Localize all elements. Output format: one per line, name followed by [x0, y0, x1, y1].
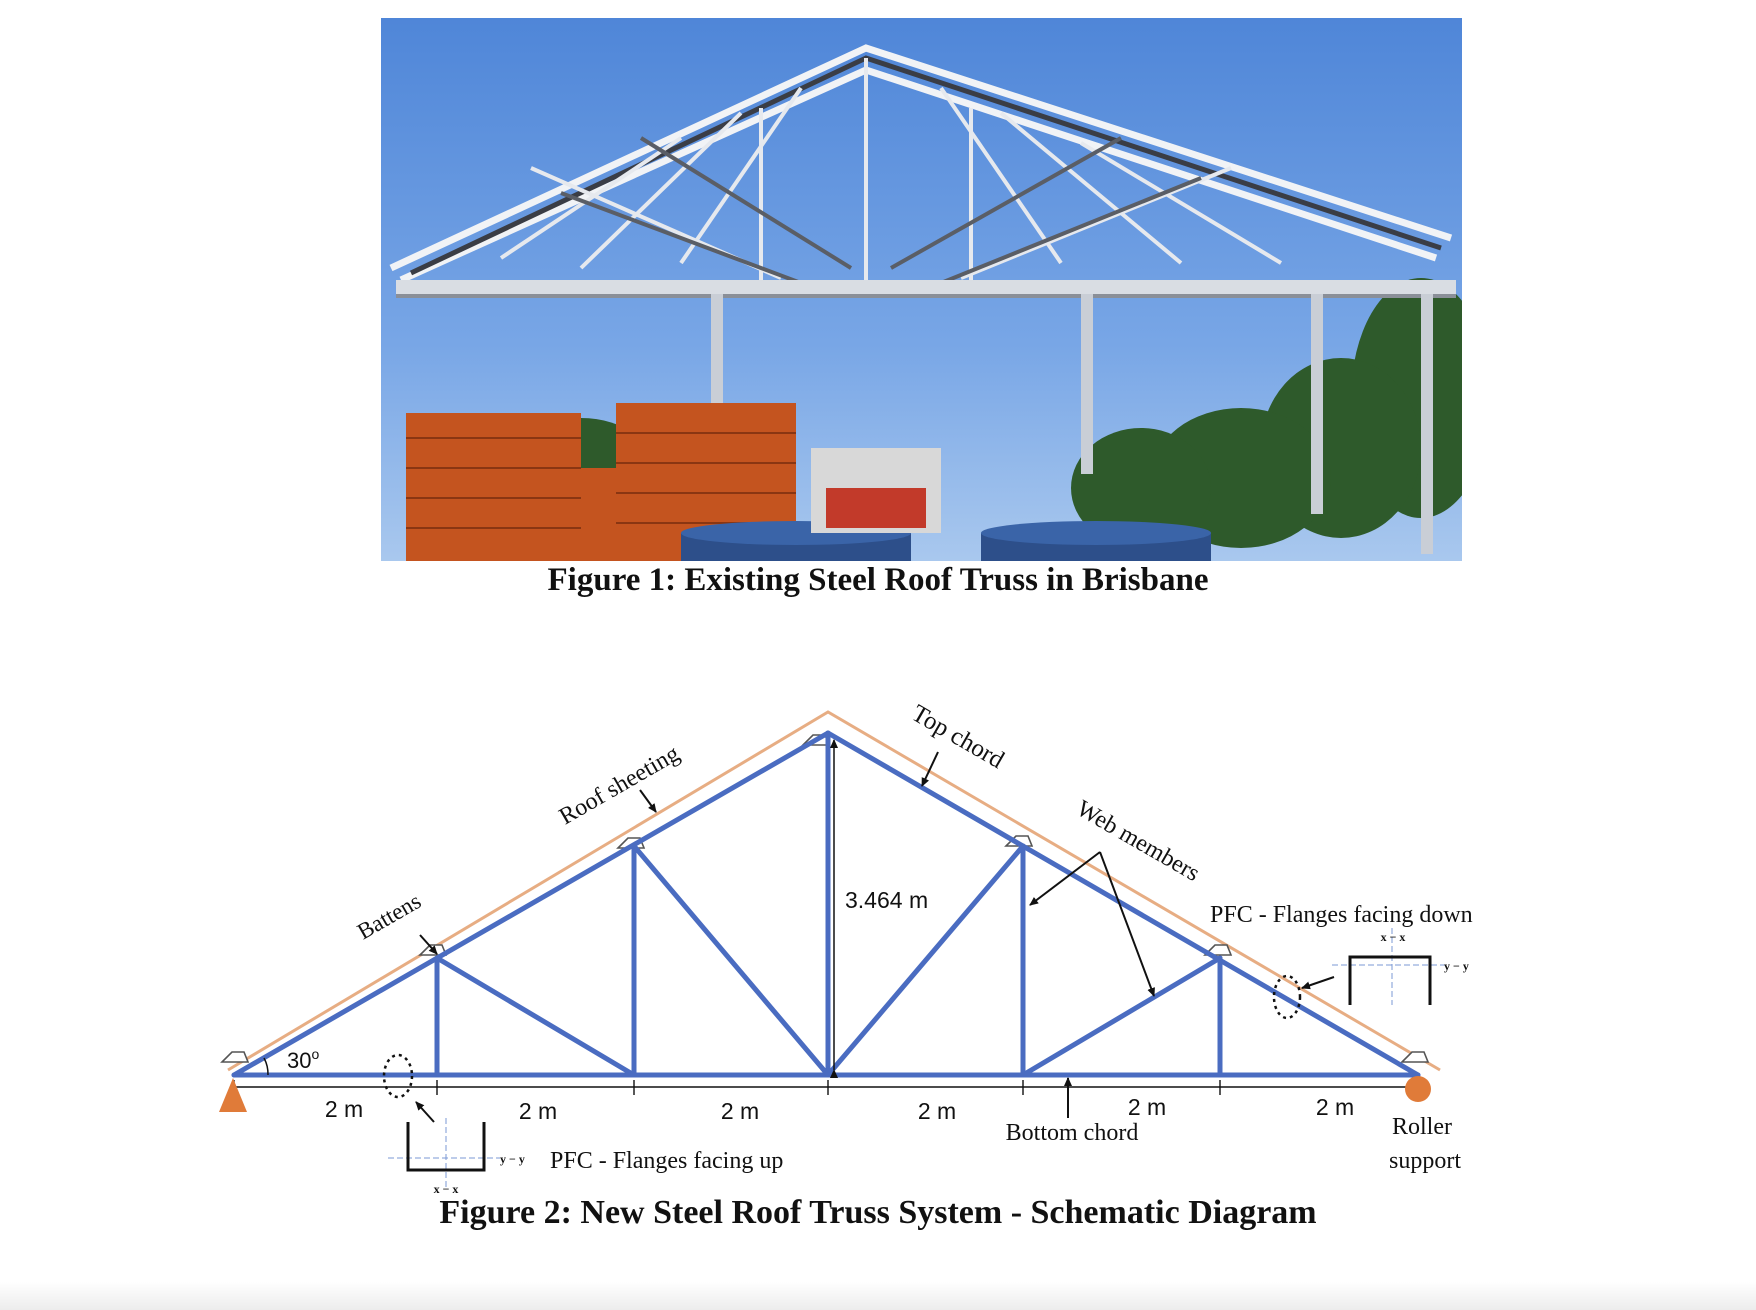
web-members-label: Web members: [1072, 796, 1204, 887]
pfc-up-highlight-circle: [382, 1053, 414, 1099]
top-chord-label: Top chord: [907, 700, 1009, 774]
angle-arc: [263, 1057, 269, 1076]
battens-arrow: [419, 934, 438, 955]
pfc-down-label: PFC - Flanges facing down: [1210, 902, 1473, 928]
pfc-down-arrow: [1301, 976, 1335, 990]
span-label: 2 m: [721, 1098, 759, 1124]
pin-support-icon: [219, 1078, 247, 1112]
span-dimension-line: [233, 1080, 1419, 1095]
top-chord-arrow: [921, 751, 939, 787]
span-label: 2 m: [1316, 1094, 1354, 1120]
roof-sheeting-arrow: [639, 789, 657, 813]
pfc-up-section: [388, 1118, 500, 1190]
truss-members: [231, 730, 1421, 1078]
span-label: 2 m: [1128, 1094, 1166, 1120]
pfc-down-axis-yy: y − y: [1444, 959, 1469, 973]
page-bottom-edge: [0, 1282, 1756, 1310]
truss-schematic: 3.464 m 30o 2 m 2 m 2 m 2 m 2 m 2 m Roof…: [219, 700, 1473, 1196]
truss-photo: [381, 18, 1462, 561]
span-label: 2 m: [325, 1096, 363, 1122]
roller-support-icon: [1405, 1076, 1431, 1102]
pfc-down-axis-xx: x − x: [1381, 930, 1406, 944]
web-members-arrow: [1029, 851, 1101, 906]
span-label: 2 m: [519, 1098, 557, 1124]
pfc-up-arrow: [415, 1101, 435, 1123]
bottom-chord-label: Bottom chord: [1006, 1120, 1139, 1146]
figure-2-caption: Figure 2: New Steel Roof Truss System - …: [439, 1194, 1317, 1231]
battens-label: Battens: [353, 888, 425, 944]
figure-1-caption: Figure 1: Existing Steel Roof Truss in B…: [547, 562, 1209, 598]
pfc-down-section: [1332, 928, 1445, 1005]
pfc-up-axis-yy: y − y: [500, 1152, 525, 1166]
roof-sheeting-label: Roof sheeting: [555, 741, 684, 831]
height-label: 3.464 m: [845, 887, 928, 913]
pfc-up-axis-xx: x − x: [434, 1182, 459, 1196]
web-members-arrow: [1099, 851, 1155, 997]
roller-support-label: Roller support: [1389, 1114, 1461, 1174]
pfc-up-label: PFC - Flanges facing up: [550, 1148, 783, 1174]
span-label: 2 m: [918, 1098, 956, 1124]
pfc-down-highlight-circle: [1272, 974, 1302, 1020]
angle-label: 30o: [287, 1046, 319, 1073]
